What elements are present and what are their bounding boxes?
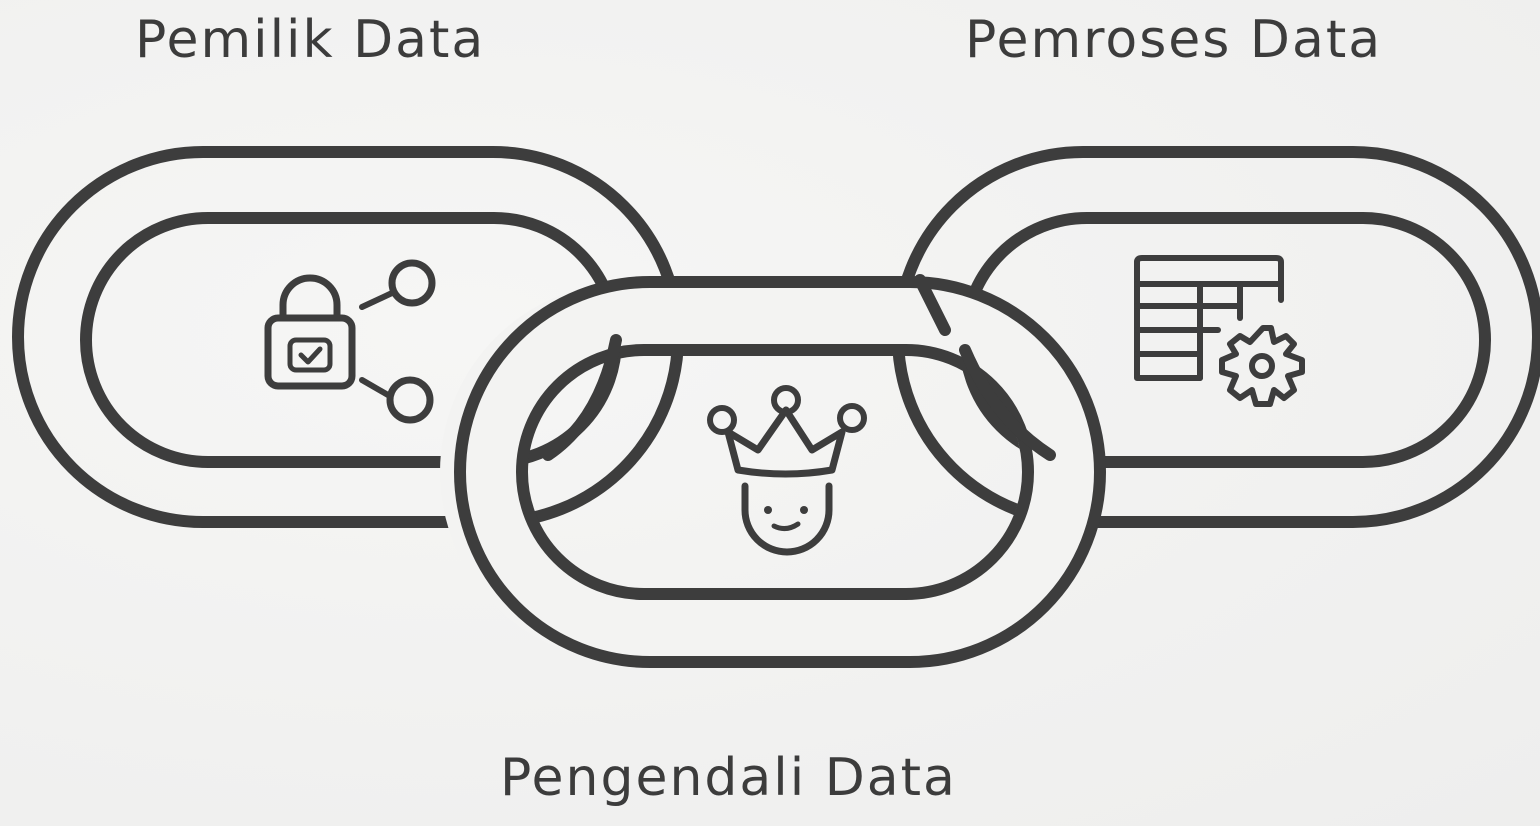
lock-share-icon xyxy=(264,259,436,424)
table-gear-icon xyxy=(1134,255,1305,407)
label-data-controller: Pengendali Data xyxy=(500,748,957,808)
label-data-owner: Pemilik Data xyxy=(135,10,486,70)
crowned-person-icon xyxy=(707,385,867,556)
chain-link-controller xyxy=(440,274,1106,668)
label-data-processor: Pemroses Data xyxy=(965,10,1383,70)
